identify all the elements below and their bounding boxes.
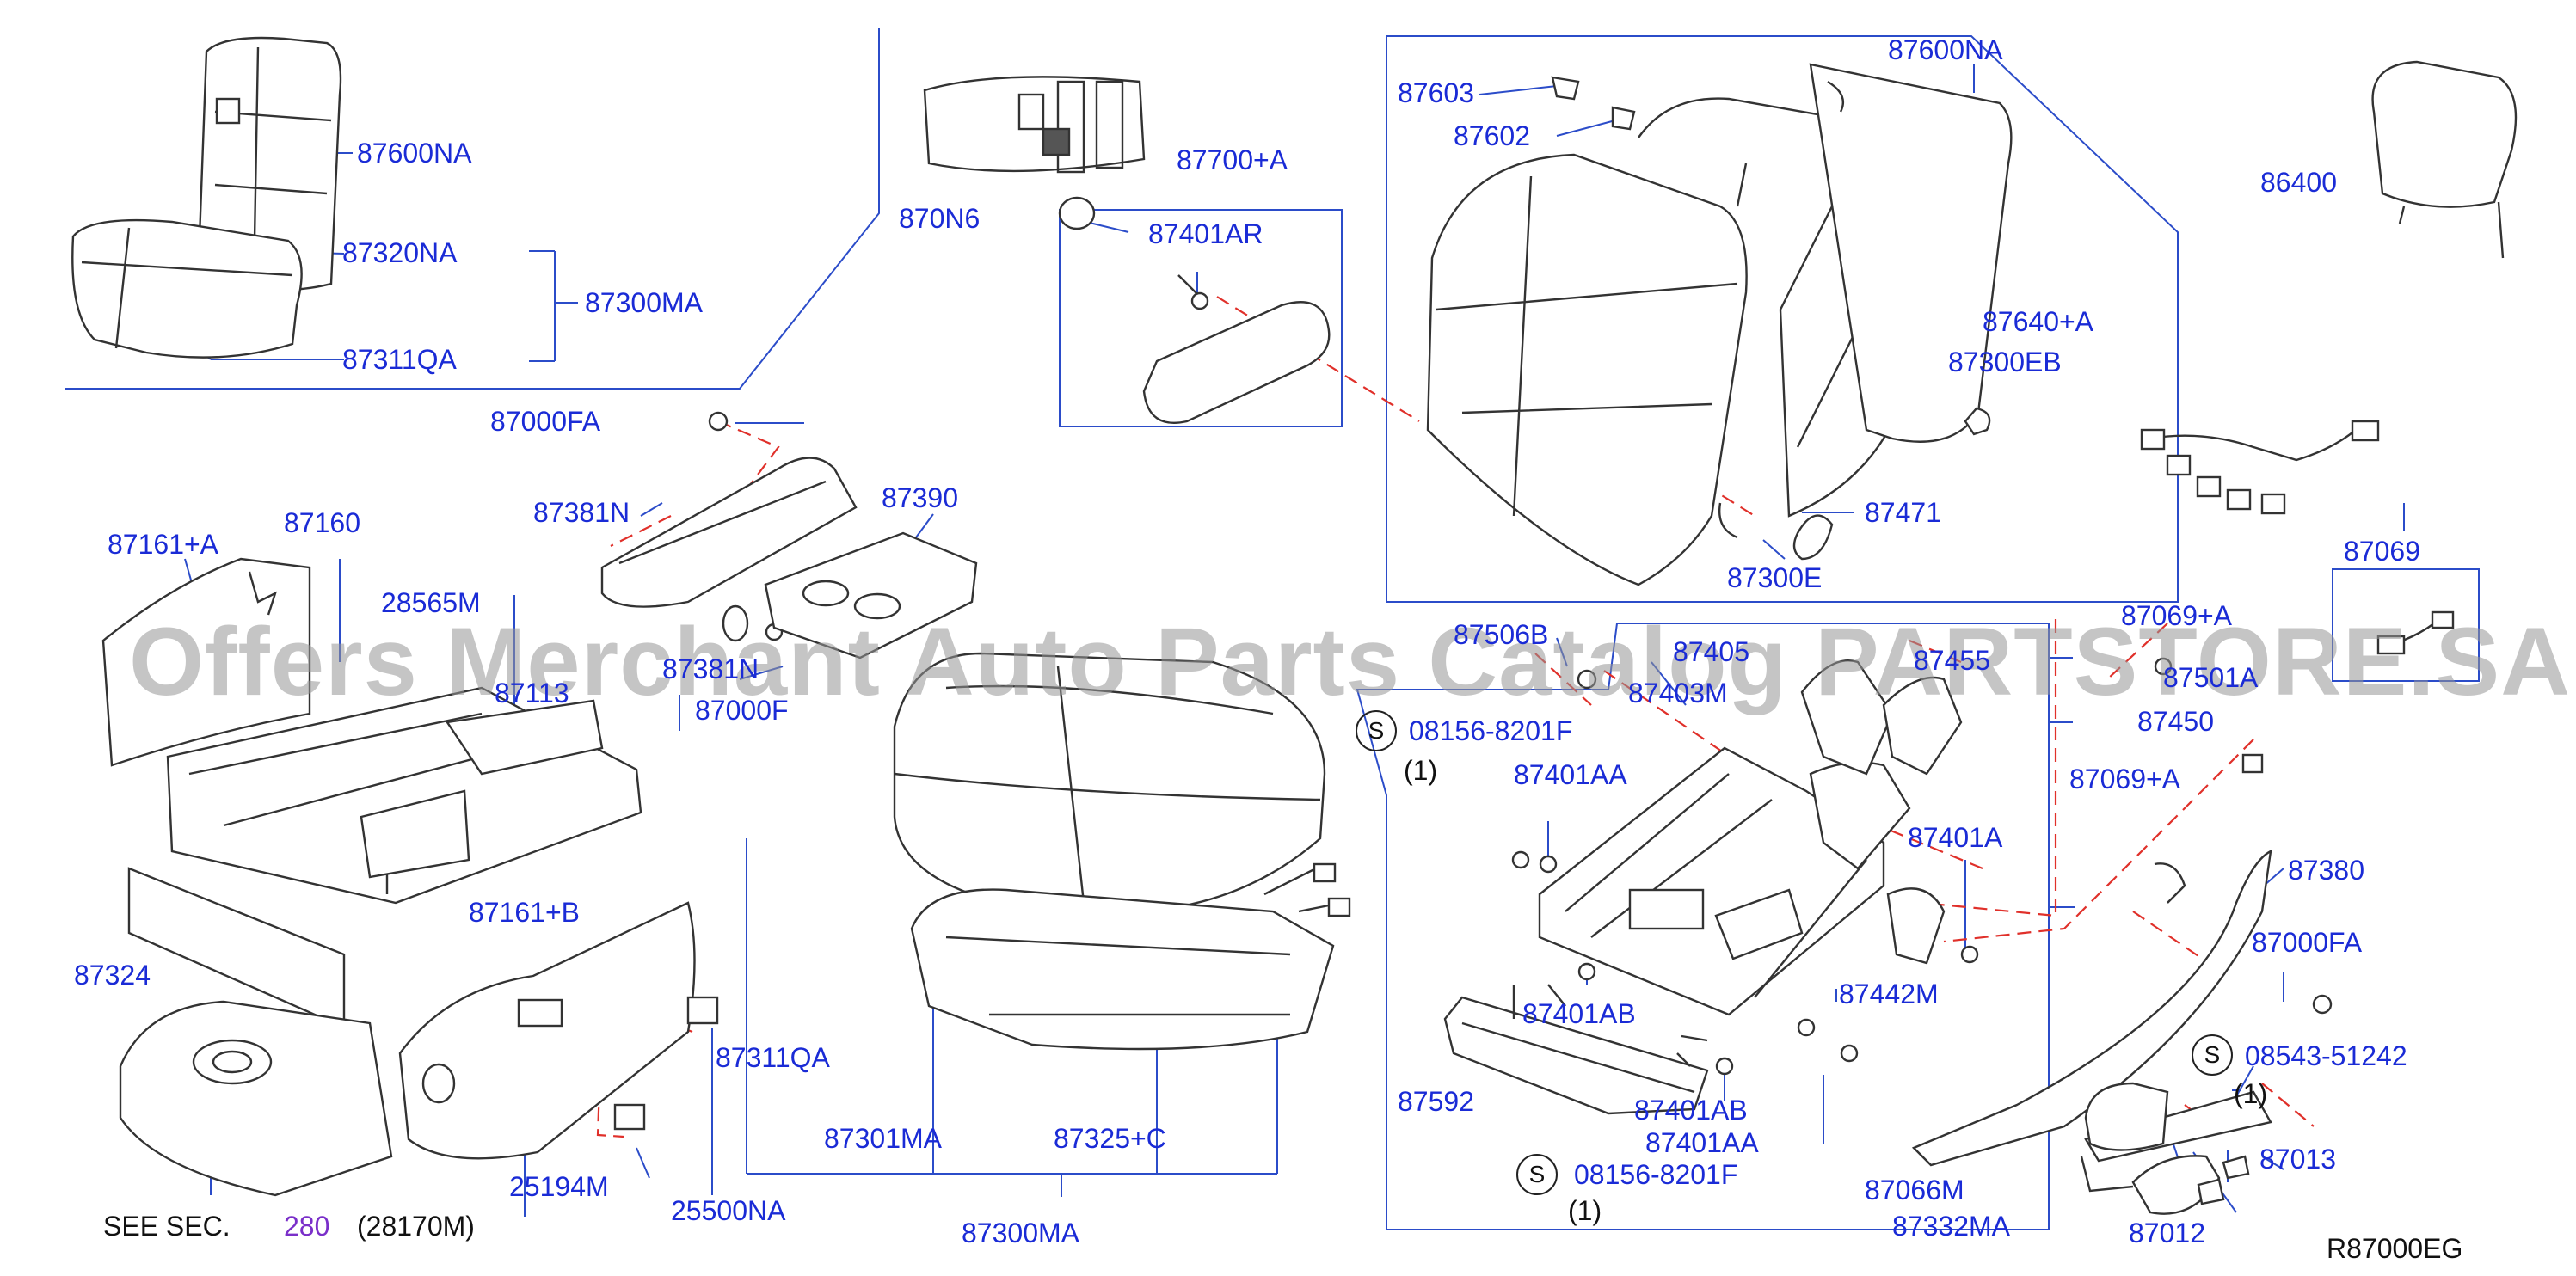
- part-label[interactable]: 87300EB: [1948, 347, 2062, 377]
- part-label[interactable]: 25500NA: [671, 1195, 786, 1226]
- part-label[interactable]: 87311QA: [716, 1042, 830, 1073]
- console-drawing: [600, 457, 978, 659]
- part-label[interactable]: 87442M: [1839, 978, 1939, 1009]
- part-label[interactable]: 87455: [1914, 645, 1990, 676]
- part-label[interactable]: 87640+A: [1983, 306, 2094, 337]
- watermark: Offers Merchant Auto Parts Catalog PARTS…: [129, 608, 2572, 715]
- part-label[interactable]: 87401AB: [1634, 1095, 1748, 1126]
- part-label[interactable]: 87324: [74, 960, 151, 991]
- quantity-note: (1): [1568, 1195, 1602, 1226]
- part-label[interactable]: 870N6: [899, 203, 981, 234]
- part-label[interactable]: 87069: [2344, 536, 2420, 567]
- part-label[interactable]: 87311QA: [342, 344, 457, 375]
- seat-base-drawing: [101, 557, 719, 1197]
- harness-drawing: [2140, 420, 2455, 655]
- part-label[interactable]: 08543-51242: [2245, 1040, 2407, 1071]
- part-label[interactable]: 87401AA: [1645, 1127, 1759, 1158]
- part-label[interactable]: 87450: [2137, 706, 2214, 737]
- part-label[interactable]: 87592: [1398, 1086, 1474, 1117]
- diagram-ref-code: R87000EG: [2327, 1233, 2463, 1264]
- part-label[interactable]: 87390: [882, 482, 958, 513]
- part-label[interactable]: 87401A: [1908, 822, 2003, 853]
- s-symbol: S: [1516, 1154, 1558, 1195]
- track-drawing: [1443, 659, 1963, 1115]
- part-label[interactable]: 87300MA: [962, 1218, 1079, 1248]
- part-label[interactable]: 87160: [284, 507, 360, 538]
- part-label[interactable]: 87700+A: [1177, 144, 1288, 175]
- part-label[interactable]: 08156-8201F: [1409, 715, 1573, 746]
- part-label[interactable]: 87602: [1454, 120, 1530, 151]
- part-label[interactable]: 87600NA: [357, 138, 472, 169]
- part-label[interactable]: 87161+A: [108, 529, 219, 560]
- s-symbol: S: [2192, 1034, 2233, 1076]
- part-label[interactable]: 87403M: [1628, 678, 1728, 709]
- part-label[interactable]: 87000F: [695, 695, 789, 726]
- part-label[interactable]: 87506B: [1454, 619, 1549, 650]
- part-label[interactable]: 87325+C: [1054, 1123, 1166, 1154]
- cushion-drawing: [893, 652, 1351, 1051]
- quantity-note: (1): [2234, 1078, 2268, 1109]
- armrest-drawing: [923, 76, 1331, 424]
- part-label[interactable]: 87300E: [1727, 562, 1823, 593]
- see-section-prefix: SEE SEC.: [103, 1211, 231, 1242]
- part-label[interactable]: 87300MA: [585, 287, 703, 318]
- headrest-drawing: [2371, 60, 2518, 259]
- part-label[interactable]: 08156-8201F: [1574, 1159, 1738, 1190]
- part-label[interactable]: 87069+A: [2121, 600, 2233, 631]
- part-label[interactable]: 87401AA: [1514, 759, 1627, 790]
- frame-lines: [65, 28, 2480, 1230]
- part-label[interactable]: 87600NA: [1888, 34, 2003, 65]
- part-label[interactable]: 87380: [2288, 855, 2364, 886]
- s-symbol: S: [1356, 710, 1397, 751]
- part-label[interactable]: 87471: [1865, 497, 1941, 528]
- part-label[interactable]: 87603: [1398, 77, 1474, 108]
- part-label[interactable]: 87501A: [2163, 662, 2259, 693]
- part-label[interactable]: 87161+B: [469, 897, 581, 928]
- see-section-suffix: (28170M): [357, 1211, 475, 1242]
- part-label[interactable]: 87069+A: [2069, 764, 2181, 794]
- part-label[interactable]: 86400: [2260, 167, 2337, 198]
- hardware-drawing: [708, 291, 2333, 1215]
- part-label[interactable]: 87401AB: [1522, 998, 1636, 1029]
- seatback-drawing: [1426, 63, 2013, 586]
- part-label[interactable]: 87381N: [533, 497, 630, 528]
- part-label[interactable]: 28565M: [381, 587, 481, 618]
- part-label[interactable]: 87401AR: [1148, 218, 1263, 249]
- part-label[interactable]: 87013: [2259, 1144, 2336, 1175]
- part-label[interactable]: 87320NA: [342, 237, 458, 268]
- part-label[interactable]: 87000FA: [490, 406, 601, 437]
- part-label[interactable]: 87301MA: [824, 1123, 942, 1154]
- inset-seat-drawing: [71, 36, 342, 359]
- part-label[interactable]: 87332MA: [1892, 1211, 2010, 1242]
- part-label[interactable]: 87066M: [1865, 1175, 1964, 1205]
- quantity-note: (1): [1404, 755, 1438, 786]
- part-label[interactable]: 87113: [495, 678, 569, 709]
- part-label[interactable]: 25194M: [509, 1171, 609, 1202]
- part-label[interactable]: 87405: [1673, 636, 1749, 667]
- part-label[interactable]: 87012: [2129, 1218, 2205, 1248]
- see-section-link[interactable]: 280: [284, 1211, 330, 1242]
- part-label[interactable]: 87000FA: [2252, 927, 2363, 958]
- part-label[interactable]: 87381N: [662, 653, 759, 684]
